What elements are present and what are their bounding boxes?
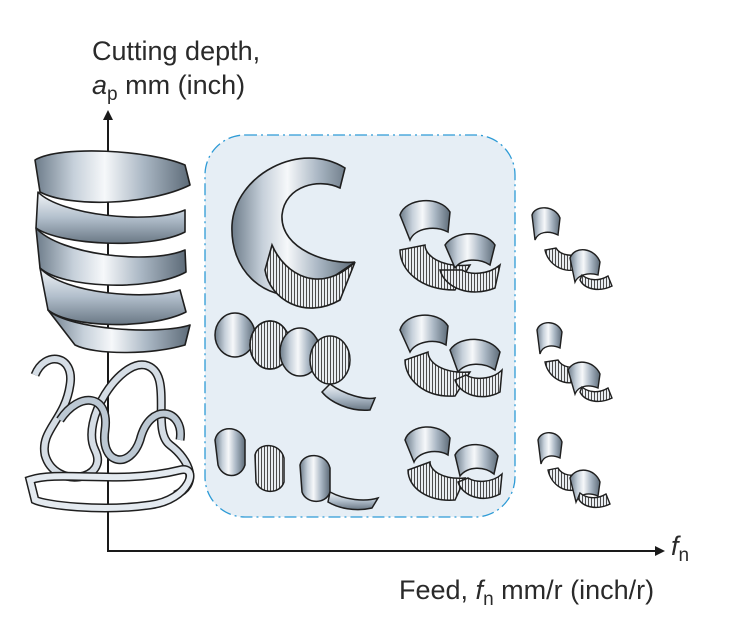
- small-fragment-chip-middle: [536, 322, 613, 403]
- double-c-chip-middle: [399, 314, 503, 398]
- x-axis-tip-variable: f: [671, 531, 679, 561]
- x-axis-unit: mm/r (inch/r): [493, 575, 655, 605]
- y-axis-subscript: p: [107, 84, 118, 105]
- double-c-chip-bottom: [404, 426, 503, 501]
- y-axis-label-line1: Cutting depth,: [92, 36, 261, 66]
- tangled-ribbon-chip: [24, 354, 195, 513]
- x-axis-tip-subscript: n: [678, 545, 690, 566]
- long-helical-chip: [34, 150, 191, 354]
- small-fragment-chip-top: [531, 207, 613, 291]
- y-axis-variable: a: [92, 70, 108, 100]
- x-axis-label: Feed, fn mm/r (inch/r): [399, 575, 655, 610]
- y-axis-label-line2: ap mm (inch): [92, 70, 246, 105]
- x-axis-variable: f: [475, 575, 484, 605]
- x-axis-tip-label: fn: [671, 531, 690, 566]
- x-axis-prefix: Feed,: [399, 575, 476, 605]
- y-axis-unit: mm (inch): [117, 70, 246, 100]
- short-helix-chip: [214, 428, 380, 511]
- double-c-chip-top: [399, 199, 502, 293]
- c-shaped-chip-large: [231, 157, 356, 309]
- spiral-coil-chip: [214, 312, 377, 411]
- small-fragment-chip-bottom: [537, 432, 611, 509]
- x-axis-subscript: n: [483, 589, 494, 610]
